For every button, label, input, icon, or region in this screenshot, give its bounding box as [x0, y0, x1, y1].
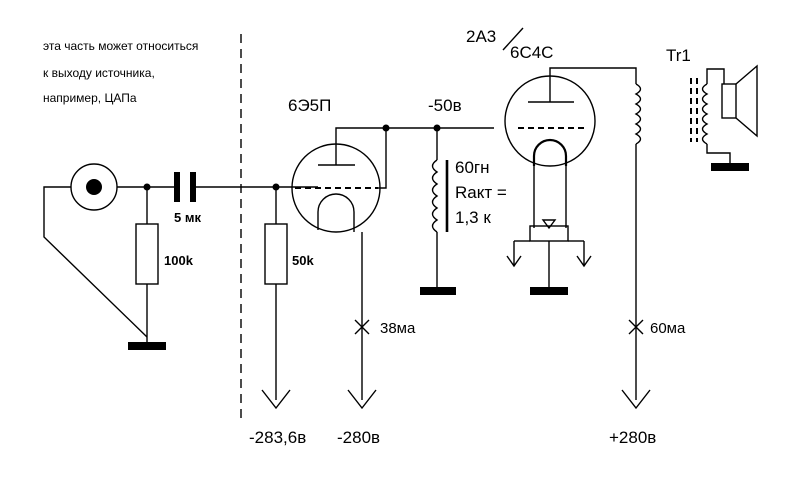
anode-supply-arrow — [621, 389, 651, 410]
driver-supply-arrow — [347, 389, 377, 410]
speaker-icon — [721, 64, 758, 138]
note-line-1: эта часть может относиться — [43, 39, 198, 53]
output-tube-label-b: 6С4С — [510, 43, 553, 62]
voltage-bias: -50в — [428, 96, 462, 115]
input-ground-wire — [43, 186, 148, 338]
note-line-2: к выходу источника, — [43, 66, 155, 80]
current-driver: 38ма — [380, 320, 416, 337]
choke-resistance-line-1: Rакт = — [455, 183, 507, 202]
output-tube-2a3 — [504, 67, 637, 228]
tube-label-slash — [502, 27, 524, 51]
choke-resistance-line-2: 1,3 к — [455, 208, 491, 227]
resistor-50k-label: 50k — [292, 253, 314, 268]
resistor-50k — [261, 187, 291, 410]
voltage-anode-supply: +280в — [609, 428, 656, 447]
driver-anode-wire — [335, 127, 494, 165]
resistor-100k-label: 100k — [164, 253, 194, 268]
current-mark-output — [628, 319, 644, 335]
resistor-100k — [135, 187, 159, 342]
filament-balance-pot — [506, 219, 592, 295]
current-output: 60ма — [650, 320, 686, 337]
voltage-driver-supply: -280в — [337, 428, 380, 447]
choke-inductor — [420, 128, 456, 295]
current-mark-driver — [354, 319, 370, 335]
capacitor-5uf — [174, 172, 196, 202]
output-tube-label-a: 2А3 — [466, 27, 496, 46]
output-transformer — [634, 68, 731, 400]
choke-inductance-label: 60гн — [455, 158, 490, 177]
transformer-label: Tr1 — [666, 46, 691, 65]
ground-symbol-input — [128, 342, 166, 350]
junction-anode-1 — [382, 124, 390, 132]
note-line-3: например, ЦАПа — [43, 91, 137, 105]
driver-tube-label: 6Э5П — [288, 96, 331, 115]
driver-screen-wire — [378, 128, 387, 189]
input-jack — [70, 163, 118, 211]
voltage-cathode-supply: -283,6в — [249, 428, 306, 447]
capacitor-label: 5 мк — [174, 210, 201, 225]
ground-symbol-speaker — [711, 163, 749, 171]
